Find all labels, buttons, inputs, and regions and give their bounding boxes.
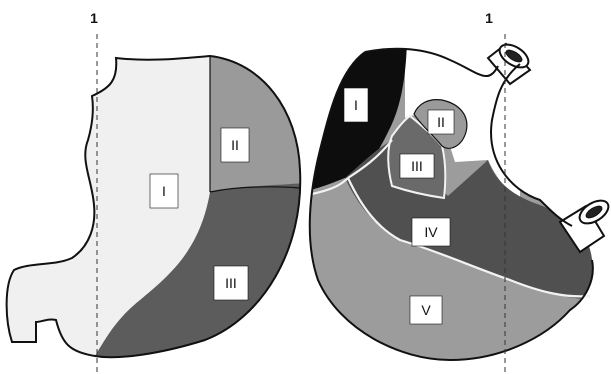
svg-text:I: I xyxy=(162,183,166,199)
left-cut-marker: 1 xyxy=(90,10,98,26)
svg-text:III: III xyxy=(225,275,237,291)
right-region-label-4: IV xyxy=(412,218,450,246)
svg-text:III: III xyxy=(411,158,423,174)
right-stomach: 1 I II III IV V xyxy=(300,10,611,374)
right-cut-marker: 1 xyxy=(485,10,493,26)
right-region-label-5: V xyxy=(410,296,442,324)
left-region-label-3: III xyxy=(214,266,248,300)
svg-text:I: I xyxy=(354,97,358,113)
left-stomach: 1 I II III xyxy=(0,10,320,372)
right-region-label-1: I xyxy=(344,88,368,122)
left-region-label-1: I xyxy=(150,174,178,208)
svg-text:II: II xyxy=(231,137,239,153)
right-region-label-3: III xyxy=(400,154,434,178)
svg-text:V: V xyxy=(421,302,431,318)
right-region-label-2: II xyxy=(428,110,454,134)
svg-text:IV: IV xyxy=(424,224,438,240)
svg-text:II: II xyxy=(437,114,445,130)
left-region-label-2: II xyxy=(221,128,249,162)
left-region-2 xyxy=(210,40,320,192)
